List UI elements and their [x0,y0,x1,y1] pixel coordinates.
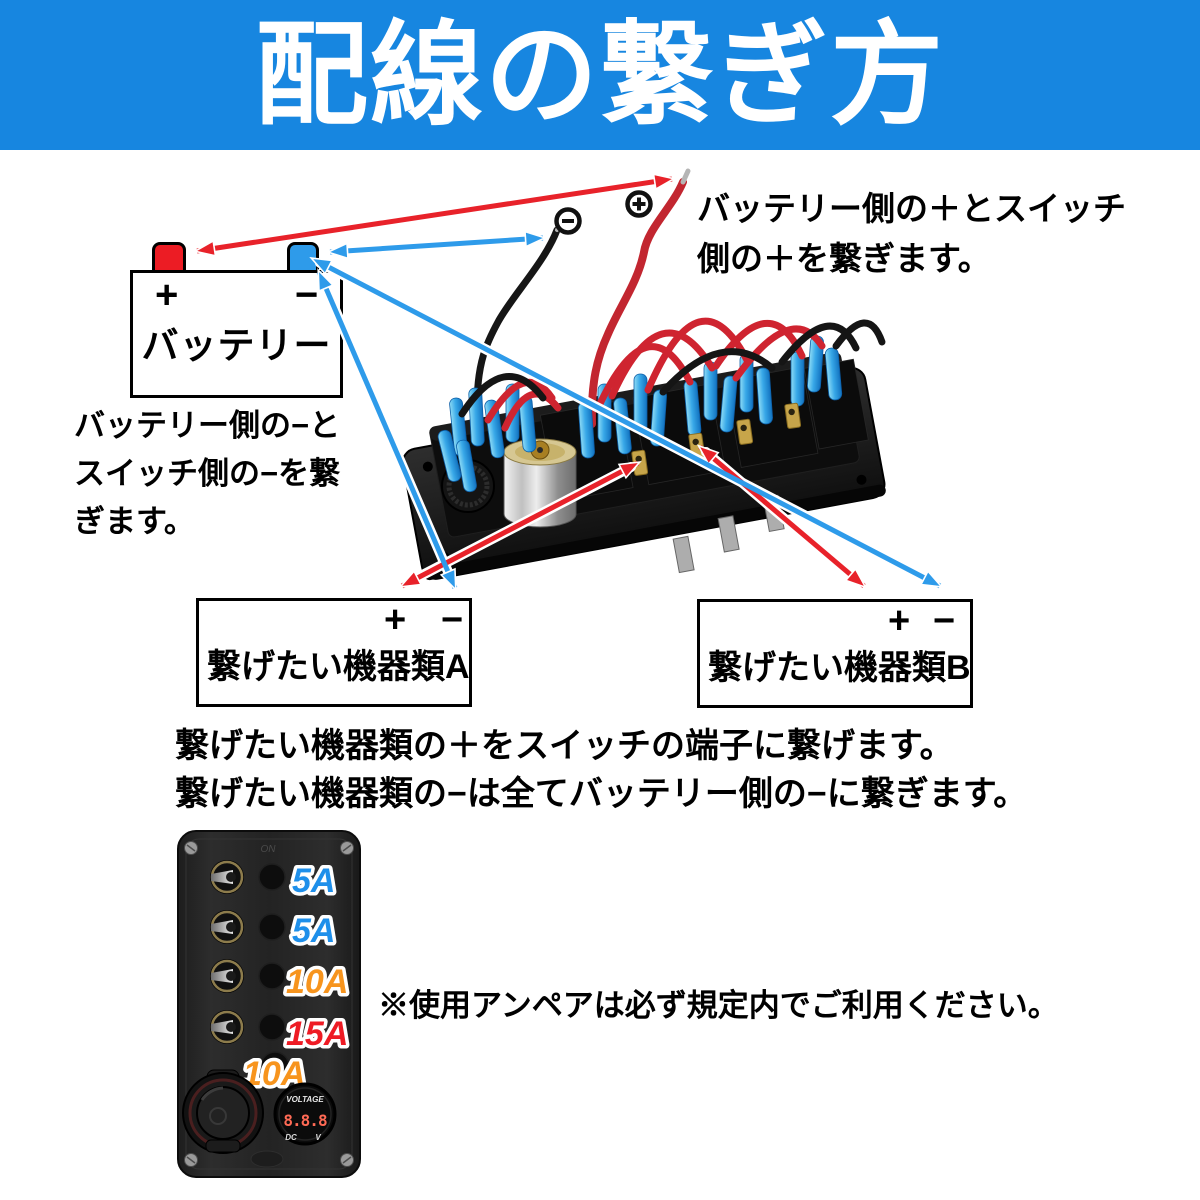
voltmeter: VOLTAGE 8.8.8 DC V [273,1082,337,1146]
fuse-rating-label-2: 5A [292,912,335,950]
device-b-box: + − 繋げたい機器類B [697,599,973,708]
fuse-holder-1 [258,863,286,891]
fuse-holders [258,863,290,1081]
amperage-warning-text: ※使用アンペアは必ず規定内でご利用ください。 [378,988,1059,1023]
battery-label: バッテリー [141,325,332,366]
fuse-holder-5 [260,1051,290,1081]
fuse-rating-label-4: 15A [286,1015,348,1053]
minus-wiring-note: バッテリー側の−と スイッチ側の−を繋 ぎます。 [74,402,340,546]
instruction-line2: 繋げたい機器類の−は全てバッテリー側の−に繋ぎます。 [175,775,1028,813]
cigarette-socket-body [503,438,577,528]
battery-plus-terminal [152,242,186,270]
toggle-switches [210,860,244,1044]
fuse-rating-label-3: 10A [286,963,348,1001]
device-a-label: 繋げたい機器類A [207,648,470,686]
minus-note-line1: バッテリー側の−と [74,408,341,443]
minus-note-line2: スイッチ側の−を繋 [74,456,341,491]
voltmeter-dc-label: DC [285,1133,297,1142]
battery-plus-sign: + [155,273,179,317]
minus-note-line3: ぎます。 [74,504,195,539]
accessory-socket [182,1069,264,1154]
plus-note-line1: バッテリー側の＋とスイッチ [697,190,1126,227]
fuse-holder-3 [258,962,286,990]
device-b-minus-sign: − [933,600,956,642]
fuse-rating-label-1: 5A [292,862,335,900]
toggle-switch-3 [210,959,244,993]
device-a-box: + − 繋げたい機器類A [196,598,472,707]
voltmeter-title: VOLTAGE [286,1095,324,1104]
toggle-switch-1 [210,860,244,894]
voltmeter-v-label: V [315,1133,321,1142]
voltmeter-digits: 8.8.8 [283,1111,327,1130]
corner-screws [184,841,354,1167]
device-a-plus-sign: + [384,599,407,641]
battery-box: + − バッテリー [130,270,343,398]
toggle-switch-2 [210,910,244,944]
fuse-holder-2 [258,913,286,941]
instruction-line1: 繋げたい機器類の＋をスイッチの端子に繋げます。 [175,727,954,765]
toggle-switch-4 [210,1010,244,1044]
connection-instructions: 繋げたい機器類の＋をスイッチの端子に繋げます。 繋げたい機器類の−は全てバッテリ… [175,722,1027,818]
device-b-plus-sign: + [888,600,911,642]
red-wire-bare-tip [680,168,691,185]
ce-marking [250,1150,284,1168]
fuse-panel-photo: ON [177,830,361,1178]
black-wire-bare-tip [555,218,564,232]
device-b-label: 繋げたい機器類B [708,649,971,687]
fuse-holder-4 [258,1013,286,1041]
on-marking: ON [261,844,277,855]
header: 配線の繋ぎ方 [0,0,1200,150]
page-title: 配線の繋ぎ方 [255,11,945,138]
device-a-minus-sign: − [441,599,464,641]
